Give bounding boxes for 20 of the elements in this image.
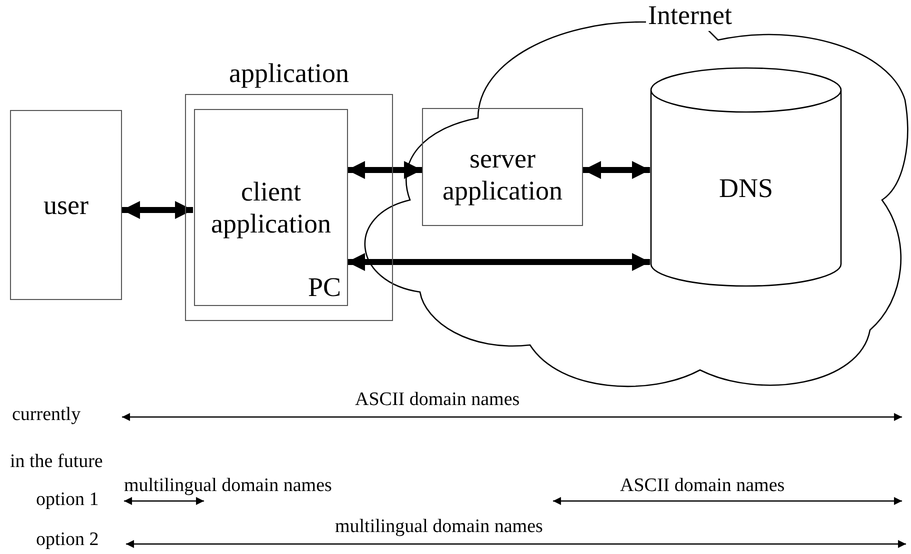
double-arrow — [122, 201, 193, 219]
row-label: currently — [12, 405, 81, 426]
node-label: DNS — [718, 172, 774, 204]
rectangle-box — [194, 109, 348, 306]
double-arrow — [583, 161, 650, 179]
row-label: in the future — [10, 452, 103, 473]
row-label: option 1 — [36, 490, 99, 511]
row-label: ASCII domain names — [620, 476, 785, 497]
rectangle-box — [10, 110, 122, 300]
row-label: option 2 — [36, 530, 99, 551]
row-label: multilingual domain names — [335, 517, 543, 538]
row-label: ASCII domain names — [355, 390, 520, 411]
double-arrow — [347, 161, 422, 179]
double-arrow — [347, 253, 650, 271]
node-label: client application — [210, 175, 332, 240]
box-heading: application — [228, 57, 350, 90]
row-label: multilingual domain names — [124, 476, 332, 497]
node-label: PC — [308, 273, 341, 303]
node-label: server application — [442, 142, 564, 208]
node-label: user — [42, 188, 90, 222]
